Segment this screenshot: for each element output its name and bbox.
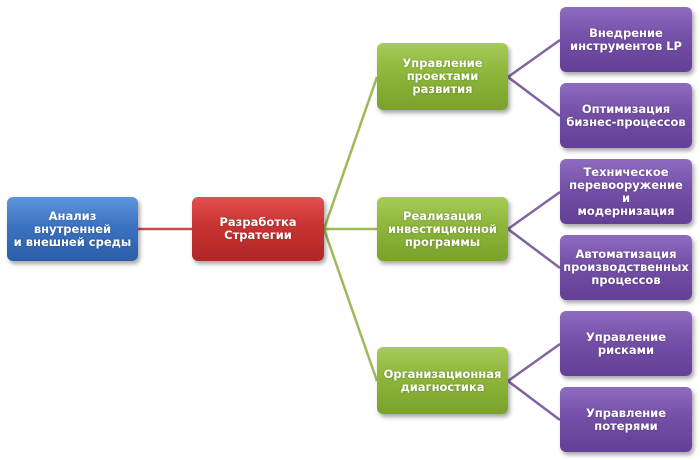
node-direction-label: Организационная диагностика (383, 366, 502, 394)
node-task-risk-management: Управление рисками (560, 311, 692, 376)
connector-direction-3-task-1 (507, 342, 561, 383)
connector-direction-2-task-1 (507, 190, 561, 231)
connector-direction-1-task-1 (507, 38, 561, 79)
node-direction-projects: Управление проектами развития (377, 43, 508, 110)
node-task-loss-management: Управление потерями (560, 387, 692, 452)
node-task-automation: Автоматизация производственных процессов (560, 235, 692, 300)
connector-direction-3-task-2 (507, 380, 561, 421)
node-direction-label: Реализация инвестиционной программы (388, 208, 497, 249)
node-task-modernization: Техническое перевооружение и модернизаци… (560, 159, 692, 224)
node-task-label: Внедрение инструментов LP (570, 25, 682, 53)
node-task-label: Оптимизация бизнес-процессов (566, 101, 686, 129)
node-direction-investment: Реализация инвестиционной программы (377, 197, 508, 261)
node-direction-label: Управление проектами развития (402, 56, 483, 96)
connector-direction-2-task-2 (507, 228, 561, 269)
connector-direction-1-task-2 (507, 76, 561, 117)
connector-strategy-direction-1 (322, 76, 379, 230)
node-task-lp-tools: Внедрение инструментов LP (560, 7, 692, 72)
connector-strategy-direction-3 (322, 228, 379, 382)
node-strategy-label: Разработка Стратегии (219, 215, 297, 242)
node-task-label: Автоматизация производственных процессов (563, 247, 689, 287)
node-task-label: Управление потерями (585, 405, 667, 433)
node-analysis: Анализ внутренней и внешней среды (7, 197, 138, 261)
node-analysis-label: Анализ внутренней и внешней среды (13, 208, 132, 249)
node-task-process-optimization: Оптимизация бизнес-процессов (560, 83, 692, 148)
node-strategy: Разработка Стратегии (192, 197, 324, 261)
node-task-label: Управление рисками (585, 329, 667, 357)
node-direction-diagnostics: Организационная диагностика (377, 347, 508, 414)
node-task-label: Техническое перевооружение и модернизаци… (569, 164, 683, 218)
